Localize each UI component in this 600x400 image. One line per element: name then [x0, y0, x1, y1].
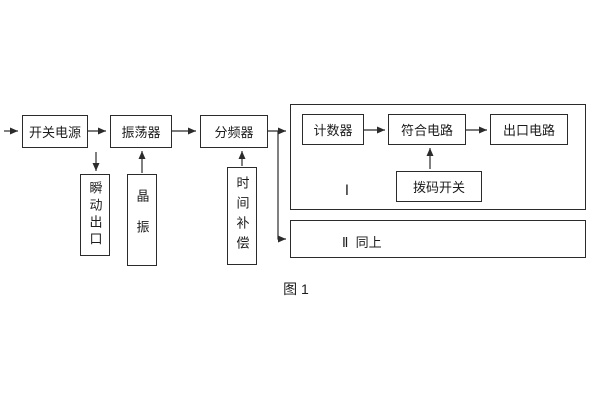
crystal-oscillator-box: 晶振: [127, 174, 157, 266]
coincidence-circuit-box: 符合电路: [388, 114, 466, 145]
group1-frame: [290, 104, 586, 210]
figure-caption: 图 1: [283, 281, 309, 297]
crystal-oscillator-label: 晶振: [134, 189, 150, 251]
power-supply-label: 开关电源: [28, 125, 81, 140]
counter-label: 计数器: [313, 123, 353, 138]
group1-numeral-label: Ⅰ: [344, 182, 350, 198]
counter-box: 计数器: [302, 114, 364, 145]
instant-output-box: 瞬动出口: [80, 174, 110, 256]
power-supply-box: 开关电源: [22, 115, 88, 148]
arrow-divider-to-group2: [277, 131, 286, 243]
output-circuit-label: 出口电路: [502, 123, 555, 138]
group2-frame: [290, 220, 586, 258]
time-compensation-box: 时间补偿: [227, 167, 257, 265]
frequency-divider-label: 分频器: [214, 125, 254, 140]
instant-output-label: 瞬动出口: [87, 181, 103, 249]
dip-switch-box: 拨码开关: [396, 171, 482, 202]
coincidence-circuit-label: 符合电路: [400, 123, 453, 138]
time-compensation-label: 时间补偿: [234, 176, 250, 256]
oscillator-label: 振荡器: [121, 125, 161, 140]
oscillator-box: 振荡器: [110, 115, 172, 148]
output-circuit-box: 出口电路: [490, 114, 568, 145]
group2-same-as-above-label: Ⅱ 同上: [342, 235, 382, 250]
frequency-divider-box: 分频器: [200, 115, 268, 148]
dip-switch-label: 拨码开关: [412, 180, 465, 195]
